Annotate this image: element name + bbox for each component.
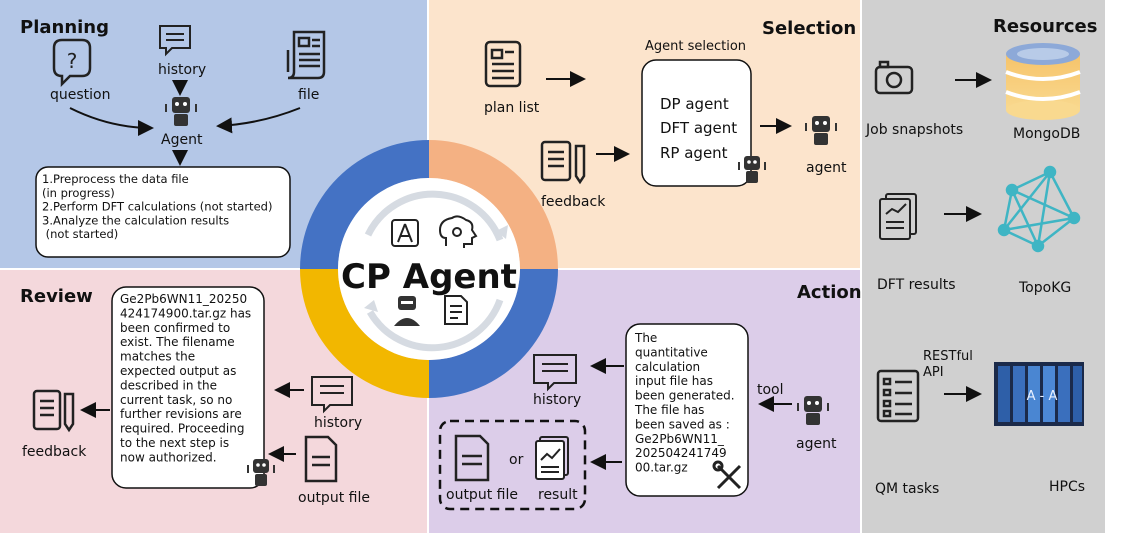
hpc-server-icon: A - A bbox=[994, 362, 1084, 426]
agent-label-selection: agent bbox=[806, 160, 847, 176]
plan-card bbox=[35, 166, 291, 258]
question-label: question bbox=[50, 87, 110, 103]
svg-text:?: ? bbox=[67, 49, 78, 73]
result-label: result bbox=[538, 487, 578, 503]
feedback-icon-selection bbox=[540, 140, 586, 185]
ring-yellow-bottom-left bbox=[300, 269, 429, 398]
review-message-card bbox=[111, 286, 265, 489]
plan-list-label: plan list bbox=[484, 100, 540, 116]
history-icon-action bbox=[533, 354, 577, 392]
job-snapshots-label: Job snapshots bbox=[865, 122, 963, 138]
file-label-planning: file bbox=[298, 87, 319, 103]
question-icon: ? bbox=[52, 38, 92, 88]
feedback-label-selection: feedback bbox=[541, 194, 606, 210]
agent-robot-icon-action bbox=[797, 396, 829, 425]
history-icon-planning bbox=[159, 25, 191, 57]
center-ring: CP Agent bbox=[300, 140, 558, 398]
feedback-label-review: feedback bbox=[22, 444, 87, 460]
restful-label: RESTful bbox=[923, 349, 973, 364]
topokg-label: TopoKG bbox=[1018, 280, 1071, 296]
history-label-planning: history bbox=[158, 62, 206, 78]
hpcs-label: HPCs bbox=[1049, 479, 1085, 495]
action-title: Action bbox=[797, 282, 862, 303]
output-file-label-review: output file bbox=[298, 490, 370, 506]
or-label: or bbox=[509, 452, 524, 468]
task-list-icon bbox=[876, 369, 920, 423]
action-message-card bbox=[625, 323, 749, 497]
qm-tasks-label: QM tasks bbox=[875, 481, 939, 497]
review-title: Review bbox=[20, 286, 93, 307]
outputs-dashed-box bbox=[438, 419, 587, 511]
history-label-review: history bbox=[314, 415, 362, 431]
robot-icon bbox=[394, 296, 420, 326]
agent-option-rp: RP agent bbox=[660, 144, 728, 162]
ring-blue-bottom-right bbox=[429, 269, 558, 398]
output-file-icon-review bbox=[304, 435, 338, 483]
history-label-action: history bbox=[533, 392, 581, 408]
output-file-label-action: output file bbox=[446, 487, 518, 503]
result-chart-icon bbox=[535, 436, 569, 480]
agent-label-planning: Agent bbox=[161, 132, 203, 148]
hpc-panel-text: A - A bbox=[1027, 389, 1058, 404]
tools-icon bbox=[712, 460, 742, 490]
ring-blue-top-left bbox=[300, 140, 429, 269]
agent-selection-label: Agent selection bbox=[645, 39, 746, 54]
agent-option-dft: DFT agent bbox=[660, 119, 737, 137]
database-icon bbox=[1005, 43, 1081, 120]
camera-icon bbox=[874, 60, 914, 95]
selection-title: Selection bbox=[762, 18, 856, 39]
agent-option-dp: DP agent bbox=[660, 95, 729, 113]
agent-robot-icon-selection bbox=[805, 116, 837, 145]
compass-icon bbox=[391, 219, 419, 247]
arrow-question-to-agent bbox=[69, 107, 154, 136]
document-icon bbox=[444, 295, 468, 325]
agent-label-action: agent bbox=[796, 436, 837, 452]
resources-title: Resources bbox=[993, 16, 1097, 37]
file-icon-planning bbox=[286, 30, 326, 80]
arrow-file-to-agent bbox=[216, 107, 301, 134]
planning-title: Planning bbox=[20, 17, 109, 38]
plan-text: 1.Preprocess the data file(in progress)2… bbox=[42, 172, 272, 241]
knowledge-graph-icon bbox=[997, 165, 1081, 253]
brain-icon bbox=[438, 215, 478, 248]
agent-selection-card bbox=[641, 59, 752, 187]
mongodb-label: MongoDB bbox=[1013, 126, 1080, 142]
history-icon-review bbox=[311, 376, 353, 414]
agent-robot-icon-planning bbox=[165, 97, 197, 126]
plan-list-icon bbox=[484, 40, 522, 88]
robot-icon-selection-card bbox=[738, 156, 766, 183]
tool-label: tool bbox=[757, 382, 784, 398]
center-title: CP Agent bbox=[341, 257, 517, 297]
dft-results-label: DFT results bbox=[877, 277, 956, 293]
ring-orange-top-right bbox=[429, 140, 558, 269]
robot-icon-review bbox=[247, 459, 275, 486]
feedback-icon-review bbox=[32, 389, 75, 433]
dft-results-icon bbox=[879, 193, 917, 240]
api-label: API bbox=[923, 365, 944, 380]
output-file-icon-action bbox=[454, 434, 490, 482]
